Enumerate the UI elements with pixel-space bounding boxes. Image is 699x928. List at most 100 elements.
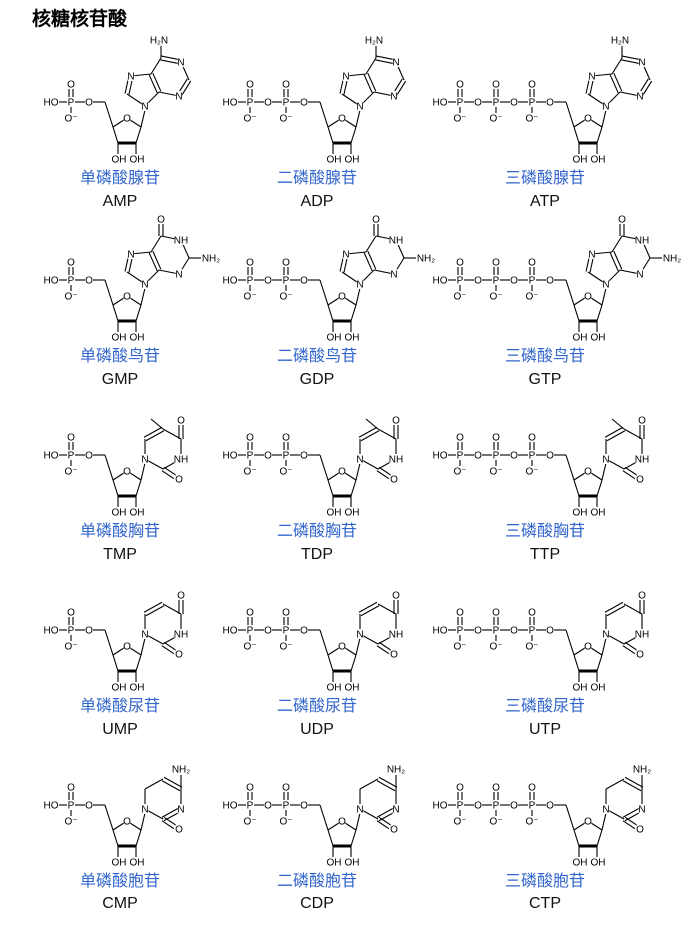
svg-text:OH: OH xyxy=(345,858,360,869)
svg-text:O: O xyxy=(636,825,644,836)
svg-text:O: O xyxy=(338,292,346,303)
svg-text:P: P xyxy=(457,451,464,462)
svg-text:O⁻: O⁻ xyxy=(489,467,502,478)
svg-text:H₂N: H₂N xyxy=(365,36,383,47)
svg-text:N: N xyxy=(390,92,397,103)
svg-text:P: P xyxy=(68,626,75,637)
svg-text:O: O xyxy=(246,783,254,794)
svg-text:O: O xyxy=(638,416,646,427)
nucleotide-abbreviation: GTP xyxy=(528,371,562,388)
nucleotide-name-link[interactable]: 二磷酸胞苷 xyxy=(276,871,357,890)
nucleotide-name-link[interactable]: 二磷酸鸟苷 xyxy=(276,346,357,365)
nucleotide-name-link[interactable]: 三磷酸鸟苷 xyxy=(504,346,585,365)
svg-text:O: O xyxy=(492,608,500,619)
svg-text:O⁻: O⁻ xyxy=(64,642,77,653)
svg-text:O⁻: O⁻ xyxy=(525,292,538,303)
svg-text:O: O xyxy=(338,114,346,125)
svg-text:O: O xyxy=(123,467,131,478)
svg-text:O: O xyxy=(123,817,131,828)
svg-text:HO: HO xyxy=(433,626,448,637)
svg-text:O: O xyxy=(528,783,536,794)
svg-text:P: P xyxy=(68,98,75,109)
svg-text:O: O xyxy=(177,591,185,602)
svg-text:OH: OH xyxy=(112,508,127,519)
svg-text:O: O xyxy=(175,475,183,486)
svg-text:N: N xyxy=(356,805,363,816)
nucleotide-name-link[interactable]: 二磷酸胸苷 xyxy=(276,521,357,540)
svg-text:HO: HO xyxy=(44,451,59,462)
nucleotide-name-link[interactable]: 单磷酸尿苷 xyxy=(79,696,160,715)
svg-text:O: O xyxy=(392,591,400,602)
svg-text:O: O xyxy=(246,608,254,619)
svg-text:O: O xyxy=(123,292,131,303)
svg-text:O: O xyxy=(264,98,272,109)
svg-text:OH: OH xyxy=(591,683,606,694)
nucleotide-name-link[interactable]: 二磷酸尿苷 xyxy=(276,696,357,715)
svg-text:OH: OH xyxy=(345,155,360,166)
svg-text:NH: NH xyxy=(635,455,649,466)
nucleotide-name-link[interactable]: 单磷酸胞苷 xyxy=(79,871,160,890)
svg-text:P: P xyxy=(68,276,75,287)
nucleotide-abbreviation: UDP xyxy=(300,721,334,738)
svg-text:O⁻: O⁻ xyxy=(243,467,256,478)
nucleotide-name-link[interactable]: 单磷酸腺苷 xyxy=(79,168,160,187)
svg-text:O: O xyxy=(492,783,500,794)
svg-text:N: N xyxy=(356,630,363,641)
svg-text:OH: OH xyxy=(591,155,606,166)
svg-text:O⁻: O⁻ xyxy=(489,817,502,828)
svg-text:O: O xyxy=(492,258,500,269)
svg-text:O: O xyxy=(85,98,93,109)
svg-text:O⁻: O⁻ xyxy=(243,642,256,653)
svg-text:O: O xyxy=(528,258,536,269)
svg-text:O: O xyxy=(492,433,500,444)
nucleotide-name-link[interactable]: 三磷酸腺苷 xyxy=(504,168,585,187)
svg-text:O: O xyxy=(492,80,500,91)
svg-text:N: N xyxy=(588,250,595,261)
svg-text:N: N xyxy=(356,455,363,466)
svg-text:O: O xyxy=(175,825,183,836)
svg-text:O: O xyxy=(584,642,592,653)
svg-text:O: O xyxy=(474,451,482,462)
svg-text:HO: HO xyxy=(44,98,59,109)
nucleotide-name-link[interactable]: 单磷酸鸟苷 xyxy=(79,346,160,365)
svg-text:N: N xyxy=(127,72,134,83)
svg-text:O⁻: O⁻ xyxy=(453,292,466,303)
svg-text:O: O xyxy=(546,801,554,812)
svg-text:O: O xyxy=(510,98,518,109)
svg-text:NH₂: NH₂ xyxy=(387,765,405,776)
svg-text:NH₂: NH₂ xyxy=(172,765,190,776)
svg-text:O: O xyxy=(300,451,308,462)
svg-text:NH: NH xyxy=(174,630,188,641)
nucleotide-name-link[interactable]: 三磷酸胸苷 xyxy=(504,521,585,540)
svg-text:O: O xyxy=(510,626,518,637)
svg-text:N: N xyxy=(602,630,609,641)
svg-text:O: O xyxy=(246,258,254,269)
nucleotide-abbreviation: TTP xyxy=(529,546,561,563)
nucleotide-name-link[interactable]: 三磷酸胞苷 xyxy=(504,871,585,890)
svg-text:O⁻: O⁻ xyxy=(525,817,538,828)
svg-text:O: O xyxy=(246,433,254,444)
page-title: 核糖核苷酸 xyxy=(32,8,128,30)
svg-text:OH: OH xyxy=(345,683,360,694)
nucleotide-abbreviation: GMP xyxy=(101,371,139,388)
nucleotide-name-link[interactable]: 三磷酸尿苷 xyxy=(504,696,585,715)
svg-text:N: N xyxy=(392,58,399,69)
svg-text:O: O xyxy=(67,608,75,619)
svg-text:N: N xyxy=(141,805,148,816)
svg-text:O⁻: O⁻ xyxy=(243,114,256,125)
svg-text:N: N xyxy=(141,630,148,641)
svg-text:OH: OH xyxy=(112,683,127,694)
nucleotide-name-link[interactable]: 单磷酸胸苷 xyxy=(79,521,160,540)
svg-text:HO: HO xyxy=(223,626,238,637)
nucleotide-name-link[interactable]: 二磷酸腺苷 xyxy=(276,168,357,187)
svg-text:NH₂: NH₂ xyxy=(417,254,435,265)
svg-text:O: O xyxy=(584,114,592,125)
